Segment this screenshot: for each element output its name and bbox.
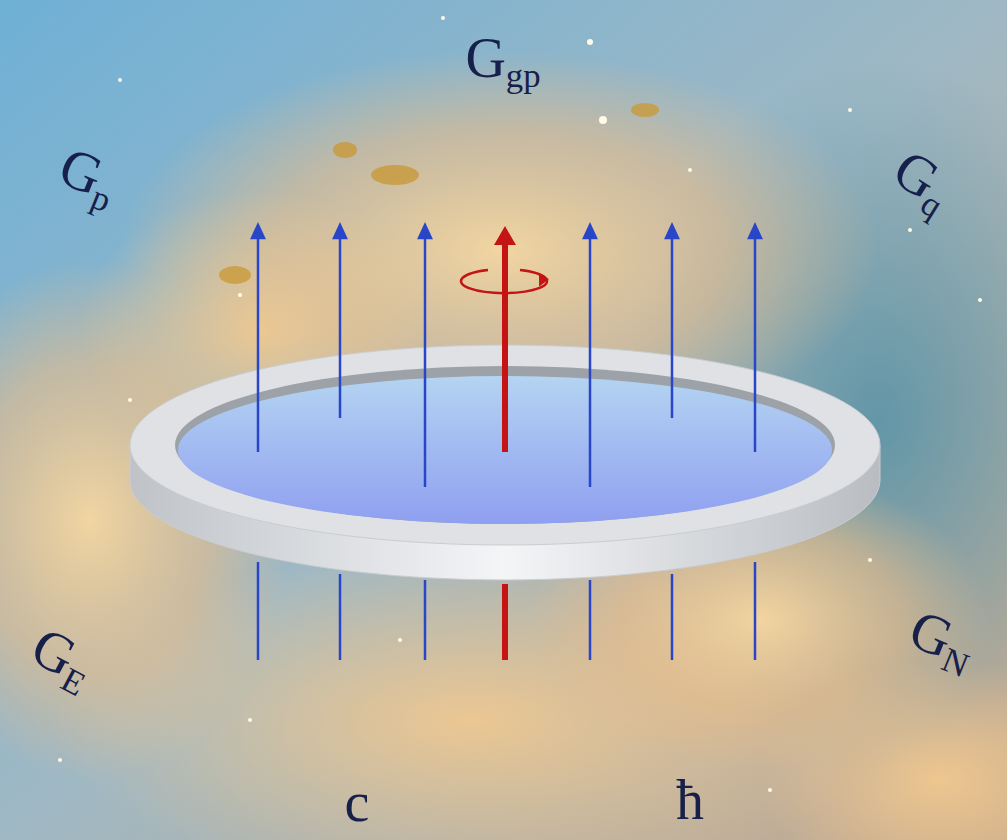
constant-symbol: c — [345, 774, 370, 830]
constant-symbol: ħ — [676, 772, 704, 828]
constant-symbol: Ggp — [465, 30, 540, 94]
